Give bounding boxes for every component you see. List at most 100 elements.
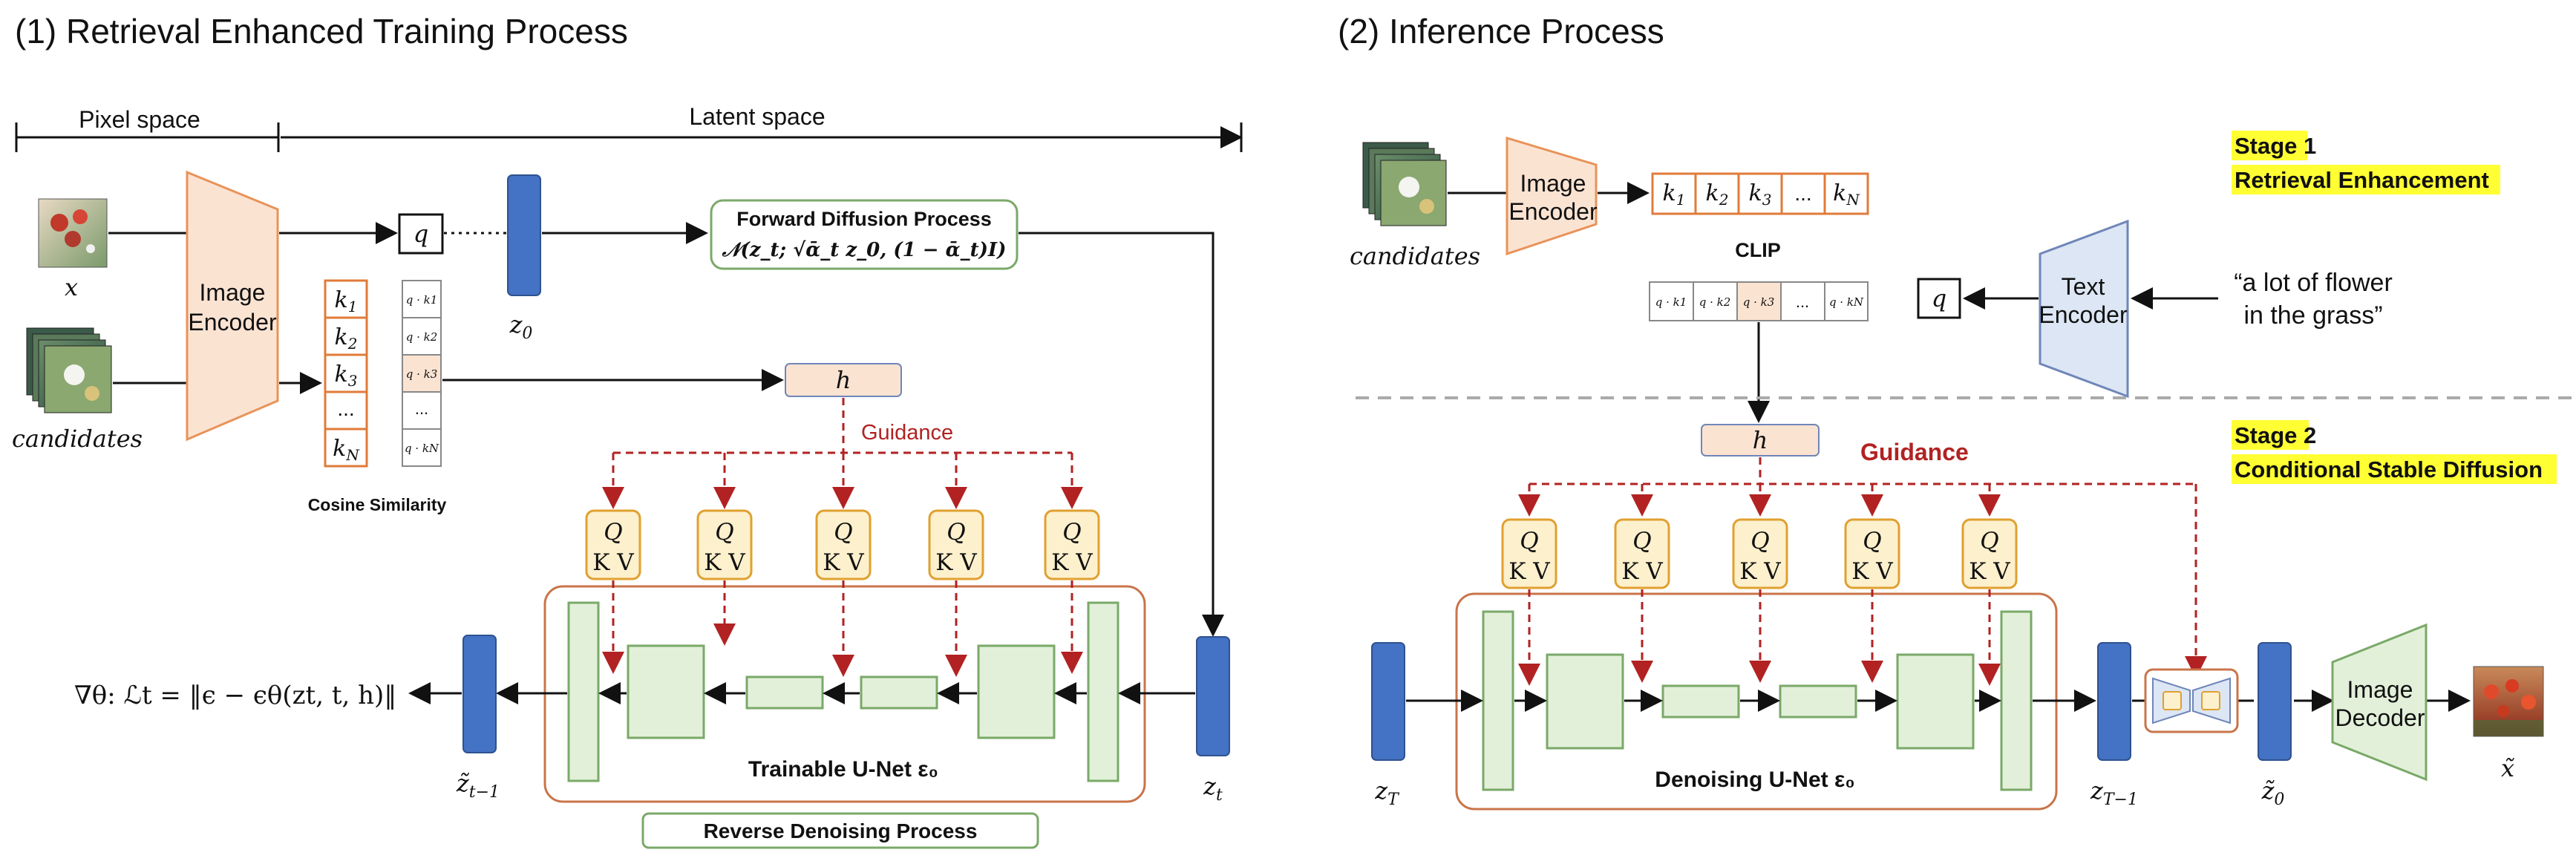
- stage2-line1: Stage 2: [2235, 422, 2316, 448]
- svg-text:K V: K V: [1851, 558, 1893, 585]
- image-stack-icon: [1362, 142, 1447, 226]
- sim-n: q · kN: [405, 442, 439, 455]
- image-encoder-right-line1: Image: [1520, 170, 1586, 197]
- image-decoder: [2331, 623, 2428, 782]
- pixel-space-label: Pixel space: [79, 106, 200, 133]
- h-box: [785, 363, 902, 397]
- sim-3: q · k3: [406, 367, 438, 381]
- guidance-arrows: [602, 398, 1083, 509]
- right-panel-title: (2) Inference Process: [1338, 12, 1664, 50]
- loss-formula: ∇θ: ℒt = ‖ϵ − ϵθ(zt, t, h)‖: [74, 681, 396, 710]
- qkv-block: Q K V: [1732, 518, 1788, 589]
- qkv-blocks-right: Q K V Q K V Q K V Q K V Q K V: [1501, 518, 2018, 589]
- candidates-label: candidates: [12, 425, 143, 453]
- key-2: k2: [335, 324, 358, 353]
- candidates-label-right: candidates: [1350, 242, 1480, 270]
- zT1-label: zT−1: [2090, 776, 2138, 809]
- svg-text:K V: K V: [823, 549, 864, 576]
- denoising-unet-label: Denoising U-Net ε₀: [1655, 768, 1854, 792]
- h-label: h: [836, 366, 851, 394]
- painting-thumbnail-icon: [38, 198, 108, 268]
- stage1-highlight-line2: [2232, 165, 2500, 194]
- svg-text:Q: Q: [1980, 528, 1998, 554]
- svg-text:Q: Q: [1520, 528, 1538, 554]
- query-box-right: [1917, 278, 1961, 319]
- zT-latent: [1371, 642, 1405, 761]
- svg-text:Q: Q: [1750, 528, 1769, 554]
- image-encoder-right: [1506, 136, 1598, 256]
- q-label-right: q: [1932, 284, 1946, 312]
- trainable-unet-label: Trainable U-Net ε₀: [748, 757, 938, 782]
- svg-text:Q: Q: [604, 519, 622, 546]
- right-panel: (2) Inference Process candidates Image E…: [1338, 12, 2573, 811]
- svg-text:K V: K V: [1508, 558, 1550, 585]
- q-label: q: [413, 220, 428, 248]
- painting-output-icon: [2473, 666, 2544, 737]
- denoising-unet-blocks: [1482, 610, 2033, 791]
- svg-text:K V: K V: [935, 549, 977, 576]
- zT-label: zT: [1374, 776, 1400, 809]
- similarity-column: q · k1 q · k2 q · k3 ... q · kN: [402, 280, 442, 467]
- z0-latent: [507, 174, 541, 296]
- svg-text:K V: K V: [592, 549, 634, 576]
- key-1: k1: [1663, 180, 1686, 209]
- z0-label-right: z̃0: [2261, 776, 2285, 809]
- svg-text:K V: K V: [1739, 558, 1781, 585]
- cosine-similarity-label: Cosine Similarity: [308, 495, 447, 514]
- guidance-label: Guidance: [861, 421, 953, 445]
- stage1-highlight-line1: [2232, 131, 2307, 160]
- qkv-block: Q K V: [696, 509, 753, 580]
- x-label: x: [65, 273, 78, 301]
- sim-2: q · k2: [1699, 295, 1731, 309]
- latent-space-label: Latent space: [689, 103, 825, 130]
- clip-label: CLIP: [1735, 239, 1781, 261]
- image-decoder-line1: Image: [2347, 676, 2413, 703]
- left-panel-title: (1) Retrieval Enhanced Training Process: [15, 12, 628, 50]
- text-encoder-line1: Text: [2062, 273, 2105, 300]
- zT1-latent: [2097, 642, 2131, 761]
- key-ellipsis: ...: [337, 397, 354, 420]
- stage2-highlight-line2: [2232, 454, 2557, 484]
- reverse-denoising-box: [641, 812, 1039, 849]
- zt-latent: [1196, 636, 1230, 756]
- qkv-block: Q K V: [585, 509, 641, 580]
- trainable-unet-blocks: [567, 601, 1119, 782]
- qkv-block: Q K V: [1044, 509, 1100, 580]
- output-label: x̃: [2501, 754, 2515, 782]
- zt1-latent: [462, 635, 497, 753]
- svg-text:K V: K V: [1621, 558, 1663, 585]
- forward-diffusion-box: [710, 199, 1019, 270]
- qkv-block: Q K V: [1961, 518, 2018, 589]
- svg-text:Q: Q: [1632, 528, 1651, 554]
- similarity-row: q · k1 q · k2 q · k3 ... q · kN: [1649, 281, 1869, 321]
- h-box-right: [1701, 424, 1820, 456]
- text-encoder: [2039, 219, 2129, 399]
- left-panel: (1) Retrieval Enhanced Training Process …: [12, 12, 1243, 849]
- svg-text:Q: Q: [1863, 528, 1881, 554]
- query-box: [398, 213, 444, 255]
- image-encoder: [186, 170, 279, 442]
- stage2-highlight-line1: [2232, 420, 2309, 450]
- image-stack-icon: [26, 327, 112, 413]
- stage1-line1: Stage 1: [2235, 133, 2316, 159]
- svg-text:K V: K V: [704, 549, 745, 576]
- qkv-block: Q K V: [928, 509, 984, 580]
- guidance-label-right: Guidance: [1860, 439, 1969, 465]
- svg-text:Q: Q: [1062, 519, 1081, 546]
- qkv-blocks: Q K V Q K V Q K V Q K V Q K V: [585, 509, 1100, 580]
- sim-1: q · k1: [406, 293, 438, 307]
- qkv-block: Q K V: [1844, 518, 1900, 589]
- svg-text:Q: Q: [947, 519, 965, 546]
- sim-3: q · k3: [1743, 295, 1775, 309]
- qkv-block: Q K V: [1614, 518, 1670, 589]
- key-2: k2: [1706, 180, 1729, 209]
- z0-latent-right: [2258, 642, 2292, 761]
- image-encoder-line2: Encoder: [188, 309, 277, 336]
- reverse-denoising-label: Reverse Denoising Process: [704, 819, 978, 842]
- keys-row: k1 k2 k3 ... kN: [1651, 172, 1869, 215]
- sim-ellipsis: ...: [1796, 292, 1809, 311]
- prompt-line1: “a lot of flower: [2234, 269, 2393, 297]
- image-decoder-line2: Decoder: [2335, 704, 2425, 731]
- prompt-line2: in the grass”: [2243, 301, 2382, 330]
